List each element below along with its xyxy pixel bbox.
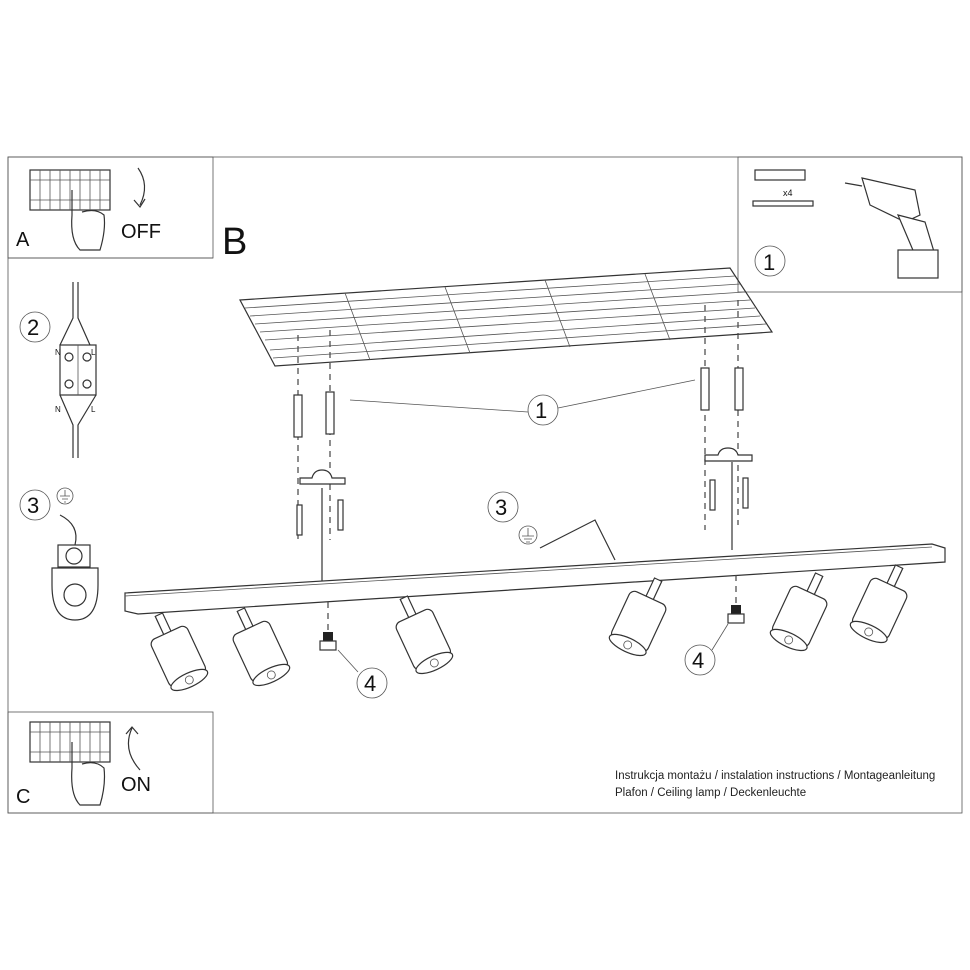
arrow-down-icon	[137, 167, 146, 206]
panel-tools: x4 1	[737, 156, 963, 293]
ground-wire	[539, 519, 616, 561]
ground-terminal-icon	[51, 487, 99, 621]
breaker-box-icon	[29, 169, 111, 251]
wiring-step-number: 2	[27, 315, 39, 340]
live-label: L	[91, 348, 96, 357]
callout-ground-number: 3	[495, 495, 507, 520]
spotlight-2	[232, 607, 291, 687]
tools-step-number: 1	[763, 250, 775, 275]
panel-c-power-on: C ON	[7, 711, 214, 814]
ground-symbol-icon	[518, 525, 538, 545]
terminal-block-icon	[59, 282, 97, 458]
neutral-label: N	[55, 348, 61, 357]
callout-mount-number: 1	[535, 398, 547, 423]
wall-plug-icon	[754, 169, 806, 181]
neutral-label: N	[55, 405, 61, 414]
caption-line-1: Instrukcja montażu / instalation instruc…	[615, 770, 936, 782]
step-b-letter: B	[222, 221, 247, 263]
spotlight-6	[849, 564, 908, 644]
live-label: L	[91, 405, 96, 414]
step-c-on-label: ON	[121, 774, 151, 796]
ceiling-panel	[239, 267, 774, 367]
callout-screw-right-number: 4	[692, 648, 704, 673]
spotlight-5	[769, 572, 828, 652]
callout-screw-left-number: 4	[364, 671, 376, 696]
mounting-hardware-right	[700, 300, 753, 530]
breaker-box-icon	[29, 721, 111, 806]
panel-a-power-off: A OFF	[7, 156, 214, 259]
step-a-off-label: OFF	[121, 221, 161, 243]
cover-screw-right	[711, 575, 745, 651]
ground-step-number: 3	[27, 493, 39, 518]
step-c-letter: C	[16, 786, 30, 808]
lamp-rail	[124, 543, 946, 615]
step-a-letter: A	[16, 229, 30, 251]
spotlight-4	[608, 577, 667, 657]
caption-line-2: Plafon / Ceiling lamp / Deckenleuchte	[615, 787, 807, 799]
quantity-label: x4	[783, 188, 793, 198]
arrow-up-icon	[127, 727, 141, 771]
screw-icon	[752, 200, 814, 207]
mounting-hardware-left	[293, 330, 346, 540]
spotlight-1	[150, 612, 209, 692]
outer-frame	[7, 156, 963, 814]
spotlight-3	[395, 595, 454, 675]
cover-screw-left	[319, 602, 359, 673]
drill-icon	[844, 177, 939, 279]
